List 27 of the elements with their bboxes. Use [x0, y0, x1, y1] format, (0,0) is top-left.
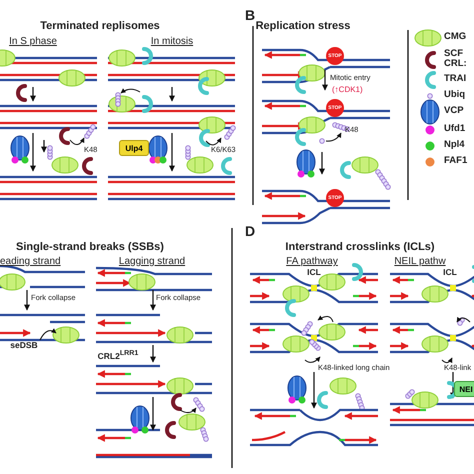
legend-label: TRAI [444, 74, 466, 84]
annotation: seDSB [10, 341, 38, 350]
annotation: CRL2$^{LRR1}$ [98, 350, 138, 362]
legend-label: Ufd1 [444, 124, 466, 134]
panel-letter: D [245, 224, 256, 240]
legend-label: CMG [444, 32, 466, 42]
panel-title: Terminated replisomes [40, 20, 160, 32]
panel-title: Replication stress [256, 20, 350, 32]
legend-label: Npl4 [444, 140, 465, 150]
protease-box: Ulp4 [119, 140, 149, 156]
panel-title: Interstrand crosslinks (ICLs) [285, 241, 435, 254]
subpanel-heading: NEIL pathw [394, 256, 446, 267]
legend-label: SCF CRL: [444, 49, 468, 70]
legend-label: VCP [444, 106, 464, 116]
subpanel-heading: Lagging strand [118, 256, 186, 267]
glycosylase-box: NEI [454, 381, 474, 397]
annotation: (↑CDK1) [332, 86, 363, 95]
subpanel-heading: FA pathway [286, 256, 338, 267]
annotation: ICL [443, 268, 457, 278]
subpanel-heading: eading strand [0, 256, 61, 267]
panel-letter: B [245, 8, 256, 24]
subpanel-heading: In mitosis [150, 36, 194, 47]
panel-title: Single-strand breaks (SSBs) [16, 241, 164, 254]
legend-label: Ubiq [444, 90, 466, 100]
annotation: ICL [307, 268, 321, 278]
legend-label: FAF1 [444, 156, 468, 166]
subpanel-heading: In S phase [9, 36, 57, 47]
